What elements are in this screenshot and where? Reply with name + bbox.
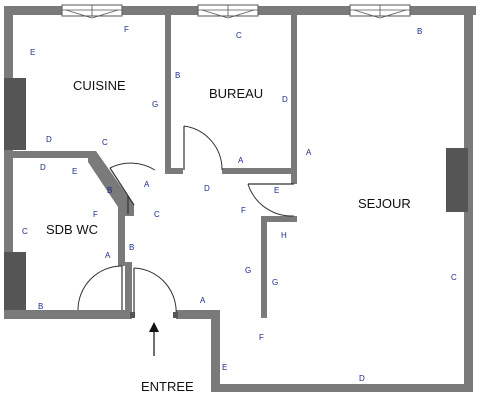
door-sdb: [77, 265, 123, 311]
marker-hall-f: F: [241, 206, 246, 215]
marker-hall-h: H: [281, 231, 287, 240]
window-cuisine: [61, 4, 123, 19]
marker-sdb-c: C: [22, 227, 28, 236]
marker-cuisine-e: E: [30, 48, 35, 57]
marker-hall-b1: B: [107, 186, 112, 195]
room-label-cuisine: CUISINE: [73, 78, 126, 93]
door-bureau: [183, 125, 223, 171]
window-bureau: [197, 4, 259, 19]
wall-markers: E F B G D C C D A B A C D E F G A B C D …: [22, 25, 457, 383]
wall-hall-sejour-upper: [291, 172, 297, 184]
entrance-arrow: [149, 322, 159, 356]
wall-bureau-sejour: [291, 15, 297, 175]
wall-right: [464, 6, 473, 391]
door-cuisine: [109, 162, 156, 214]
marker-cuisine-g: G: [152, 100, 158, 109]
wall-left-thick-upper: [4, 78, 26, 150]
entrance-label: ENTREE: [141, 379, 194, 394]
wall-sdb-right-lower: [125, 262, 132, 319]
marker-sejour-c: C: [451, 273, 457, 282]
marker-bureau-a: A: [238, 156, 244, 165]
wall-bureau-bottom-right: [222, 168, 297, 174]
marker-sdb-e: E: [72, 167, 77, 176]
marker-cuisine-d: D: [46, 135, 52, 144]
wall-cuisine-sdb: [4, 151, 96, 158]
marker-sdb-b: B: [38, 302, 43, 311]
windows: [61, 4, 411, 19]
wall-bottom-sejour: [211, 384, 473, 392]
room-label-sdb-wc: SDB WC: [46, 222, 98, 237]
marker-sdb-a: A: [105, 251, 111, 260]
marker-cuisine-c: C: [102, 138, 108, 147]
wall-cuisine-bureau: [165, 15, 171, 173]
door-sejour: [247, 183, 295, 217]
marker-sejour-g: G: [272, 278, 278, 287]
marker-hall-g: G: [245, 266, 251, 275]
marker-hall-c: C: [154, 210, 160, 219]
marker-sdb-d: D: [40, 163, 46, 172]
wall-right-thick: [446, 148, 468, 212]
wall-left-thick-lower: [4, 252, 26, 316]
marker-sejour-f: F: [259, 333, 264, 342]
wall-bottom-hall: [176, 310, 220, 319]
marker-sejour-d: D: [359, 374, 365, 383]
marker-sejour-a: A: [306, 148, 312, 157]
marker-hall-e: E: [274, 186, 279, 195]
door-entrance: [130, 267, 178, 319]
wall-left: [4, 6, 13, 319]
marker-sdb-f: F: [93, 210, 98, 219]
doors: [77, 125, 295, 319]
wall-diagonal: [88, 151, 134, 216]
marker-hall-d: D: [204, 184, 210, 193]
marker-bureau-c: C: [236, 31, 242, 40]
marker-sejour-e: E: [222, 363, 227, 372]
wall-hall-sejour-step: [261, 216, 297, 222]
room-label-sejour: SEJOUR: [358, 196, 411, 211]
marker-bureau-d: D: [282, 95, 288, 104]
wall-bottom-sdb: [4, 310, 132, 319]
room-label-bureau: BUREAU: [209, 86, 263, 101]
marker-sejour-b: B: [417, 27, 422, 36]
marker-cuisine-f: F: [124, 25, 129, 34]
wall-sdb-right: [118, 206, 125, 266]
marker-hall-b2: B: [129, 243, 134, 252]
wall-bureau-bottom-left: [165, 168, 183, 174]
window-sejour: [349, 4, 411, 19]
wall-sejour-left-lower: [211, 310, 220, 392]
marker-hall-a1: A: [144, 180, 150, 189]
marker-cuisine-b: B: [175, 71, 180, 80]
marker-hall-a2: A: [200, 296, 206, 305]
wall-hall-sejour-lower: [261, 216, 267, 318]
